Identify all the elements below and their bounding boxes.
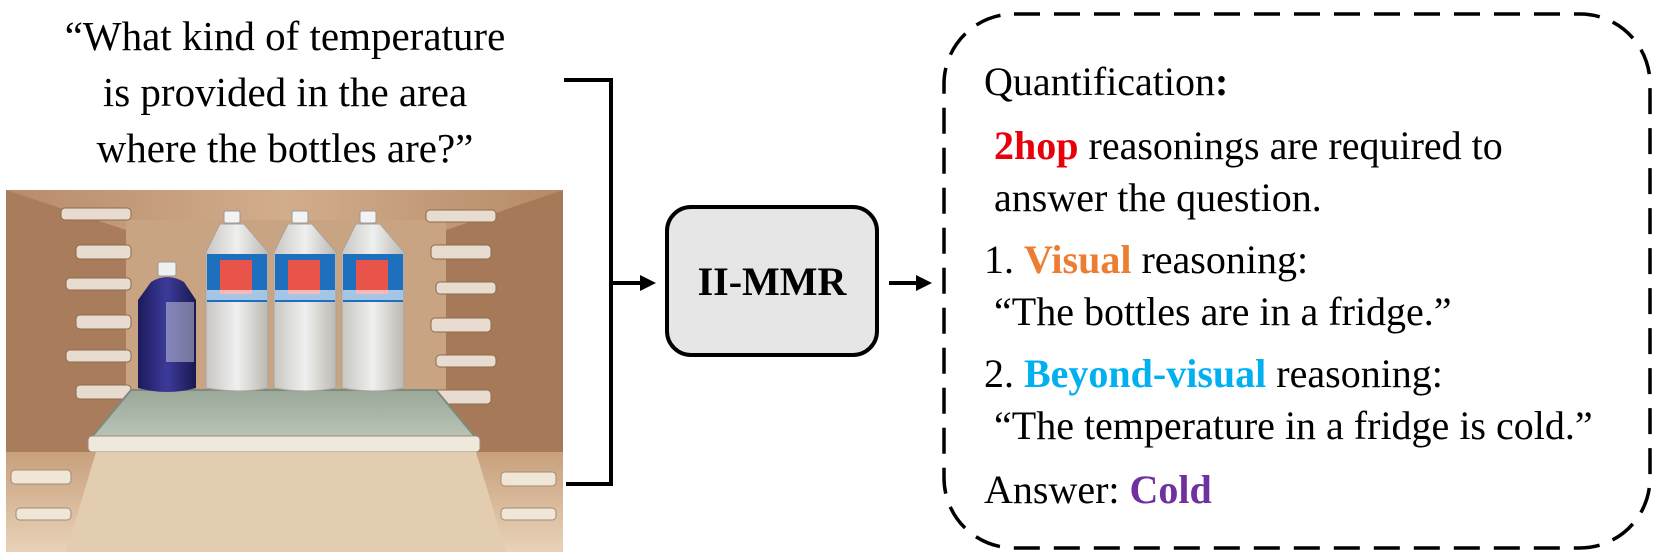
answer-value: Cold: [1129, 467, 1212, 512]
step2-suffix: reasoning:: [1266, 351, 1443, 396]
question-line-3: where the bottles are?”: [96, 125, 474, 171]
step1-suffix: reasoning:: [1131, 237, 1309, 282]
heading-text: Quantification: [984, 59, 1216, 104]
quantification-heading: Quantification:: [984, 58, 1228, 106]
answer-line: Answer: Cold: [984, 466, 1212, 514]
step2-prefix: 2.: [984, 351, 1024, 396]
hop-term: 2hop: [994, 123, 1079, 168]
question-text: “What kind of temperature is provided in…: [0, 8, 570, 176]
question-line-1: “What kind of temperature: [64, 13, 506, 59]
arrow-right-icon: [889, 275, 932, 291]
answer-label: Answer:: [984, 467, 1130, 512]
quantification-box-border: [942, 12, 1652, 550]
step1-quote: “The bottles are in a fridge.”: [994, 289, 1452, 334]
arrow-right-icon: [611, 275, 656, 291]
step1-prefix: 1.: [984, 237, 1024, 282]
hop-line-2: answer the question.: [994, 175, 1322, 220]
step2-quote: “The temperature in a fridge is cold.”: [994, 403, 1593, 448]
step1-term: Visual: [1024, 237, 1132, 282]
question-line-2: is provided in the area: [102, 69, 468, 115]
model-box: II-MMR: [665, 205, 879, 357]
hop-rest: reasonings are required to: [1078, 123, 1503, 168]
step1-line: 1. Visual reasoning:: [984, 236, 1308, 284]
question-bracket: [564, 78, 613, 486]
fridge-photo: [6, 190, 563, 552]
quantification-box: Quantification: 2hop reasonings are requ…: [942, 12, 1654, 552]
step2-line: 2. Beyond-visual reasoning:: [984, 350, 1443, 398]
model-label: II-MMR: [697, 258, 847, 304]
step2-term: Beyond-visual: [1024, 351, 1267, 396]
hop-line-1: 2hop reasonings are required to: [994, 122, 1503, 170]
fridge-photo-drawing: [6, 190, 563, 552]
heading-colon: :: [1215, 59, 1229, 104]
